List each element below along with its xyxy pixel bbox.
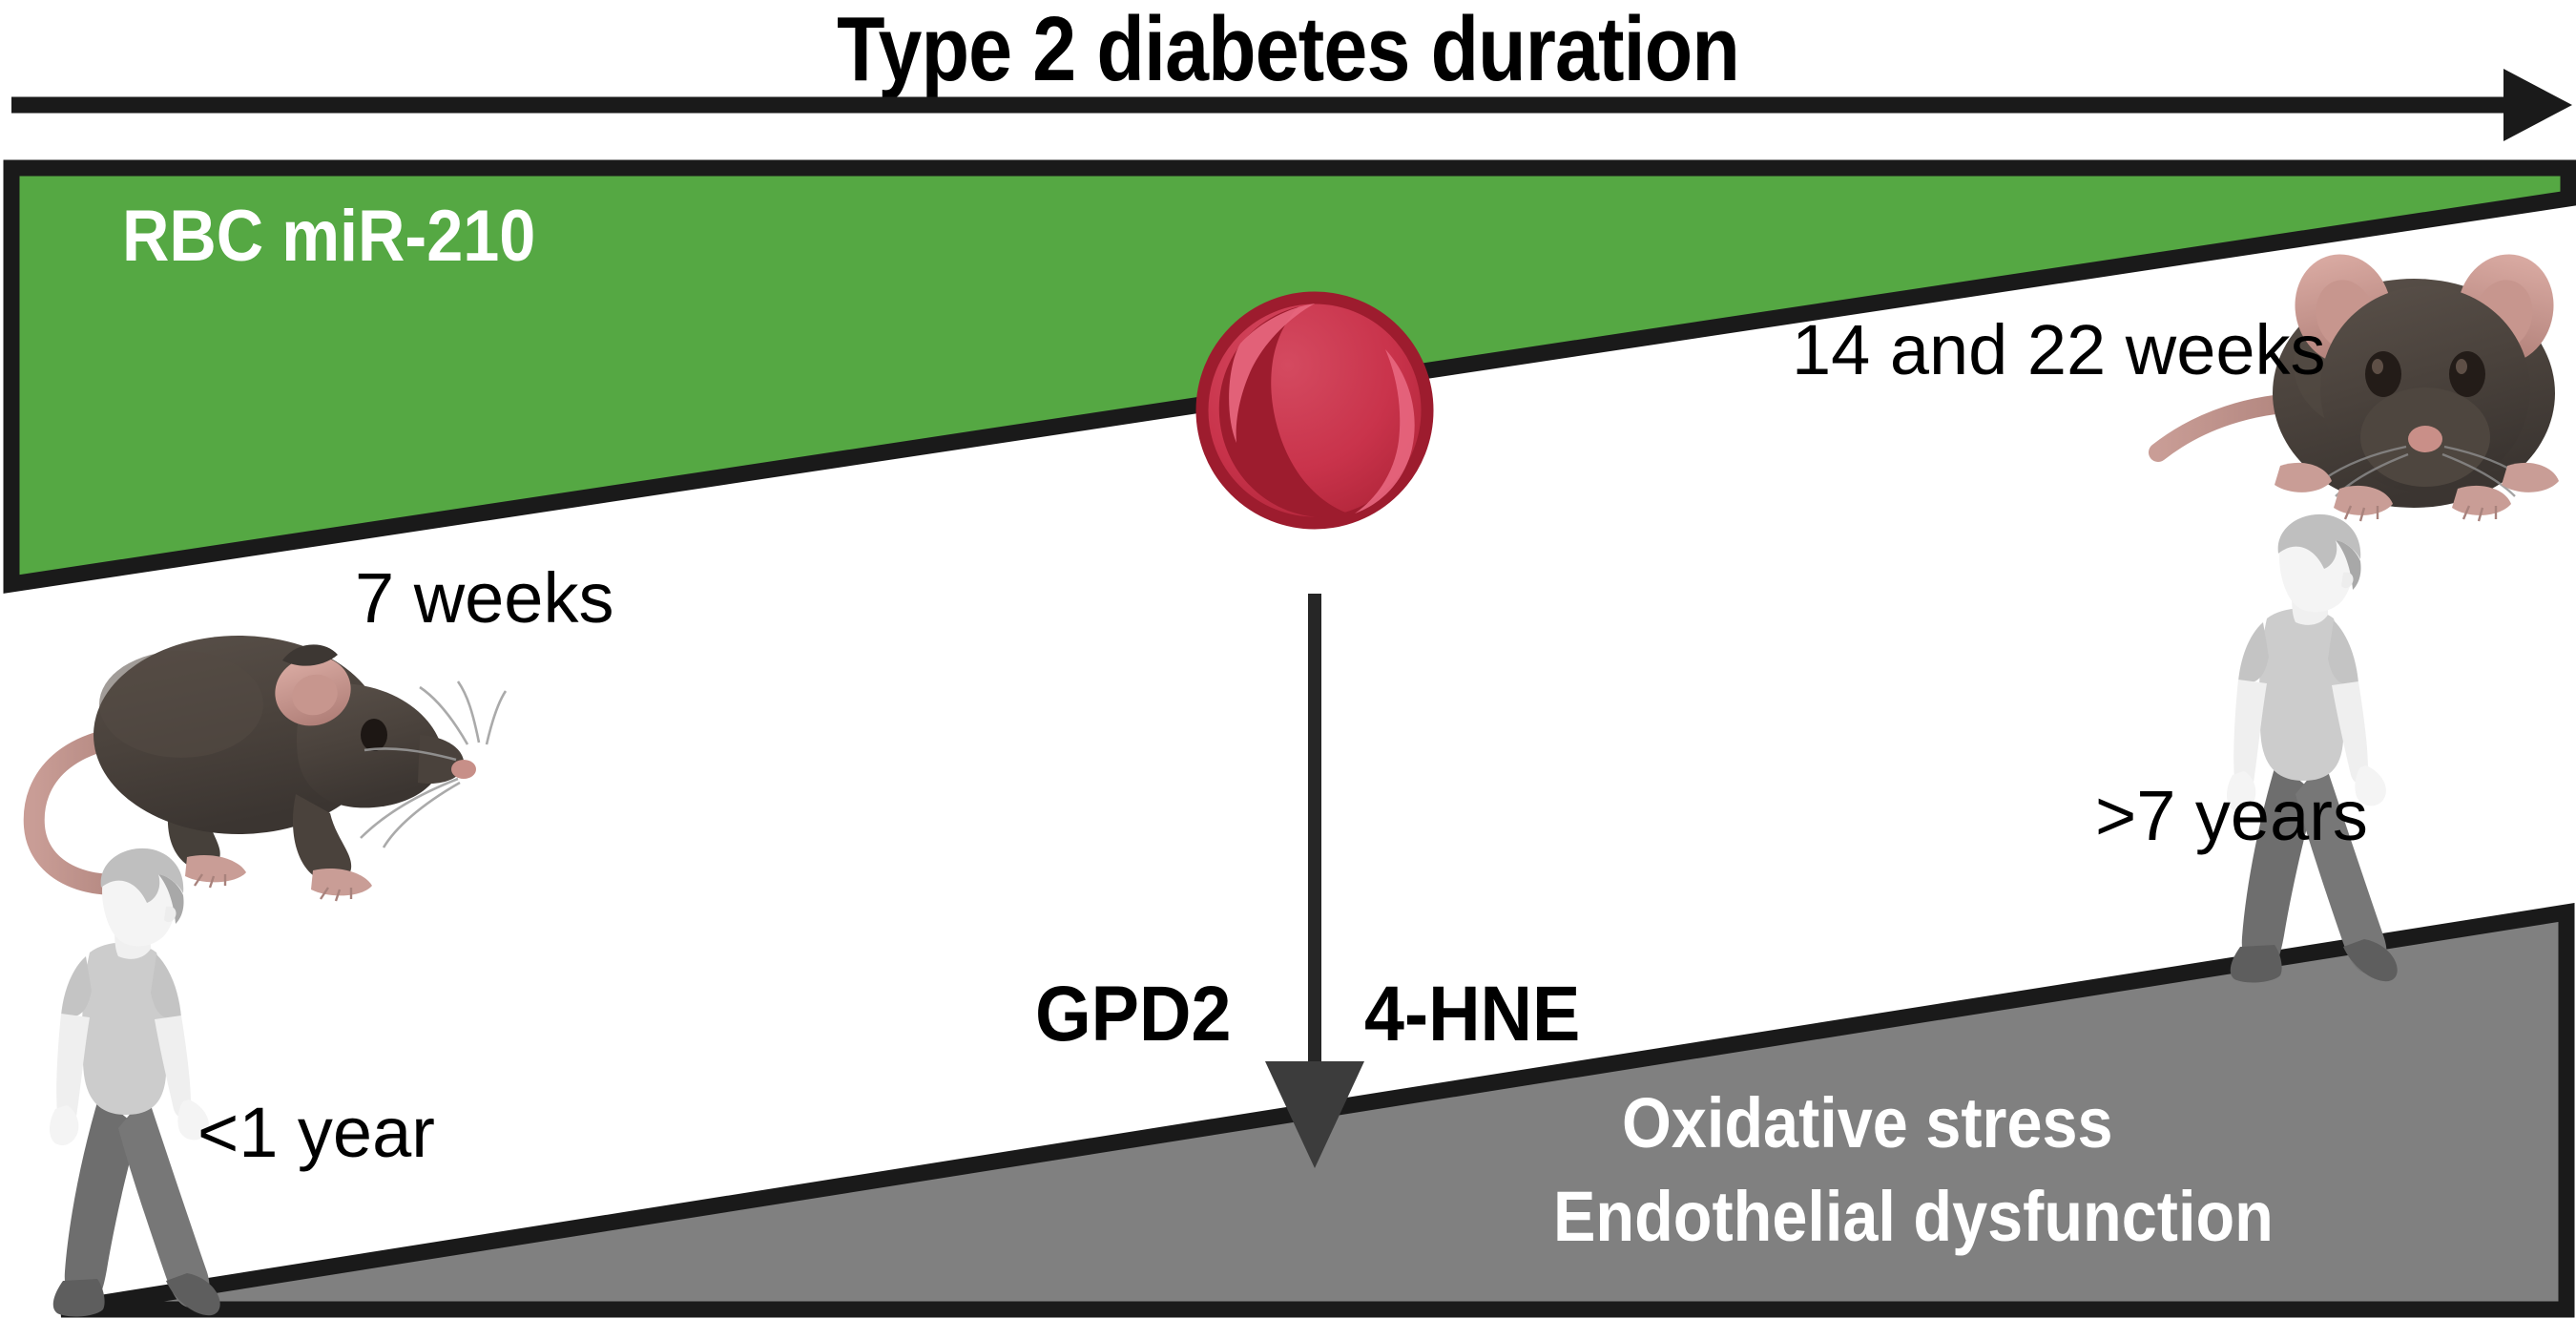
label-mouse-late: 14 and 22 weeks — [1792, 310, 2326, 389]
label-gpd2: GPD2 — [1035, 971, 1232, 1057]
person-walking-right-icon — [2227, 513, 2398, 983]
label-4hne: 4-HNE — [1364, 971, 1581, 1057]
mediator-arrow — [1265, 594, 1364, 1168]
label-human-late: >7 years — [2095, 776, 2368, 855]
green-wedge-label: RBC miR-210 — [122, 196, 536, 277]
label-mouse-early: 7 weeks — [355, 558, 614, 638]
mouse-side-icon — [23, 636, 508, 902]
label-endothelial-dysfunction: Endothelial dysfunction — [1553, 1177, 2274, 1256]
duration-arrow — [11, 69, 2572, 141]
mouse-front-icon — [2149, 254, 2559, 522]
person-walking-left-icon — [50, 848, 220, 1317]
label-human-early: <1 year — [197, 1093, 435, 1172]
page-title: Type 2 diabetes duration — [837, 0, 1740, 100]
label-oxidative-stress: Oxidative stress — [1622, 1083, 2113, 1162]
red-blood-cell-icon — [1195, 291, 1434, 530]
